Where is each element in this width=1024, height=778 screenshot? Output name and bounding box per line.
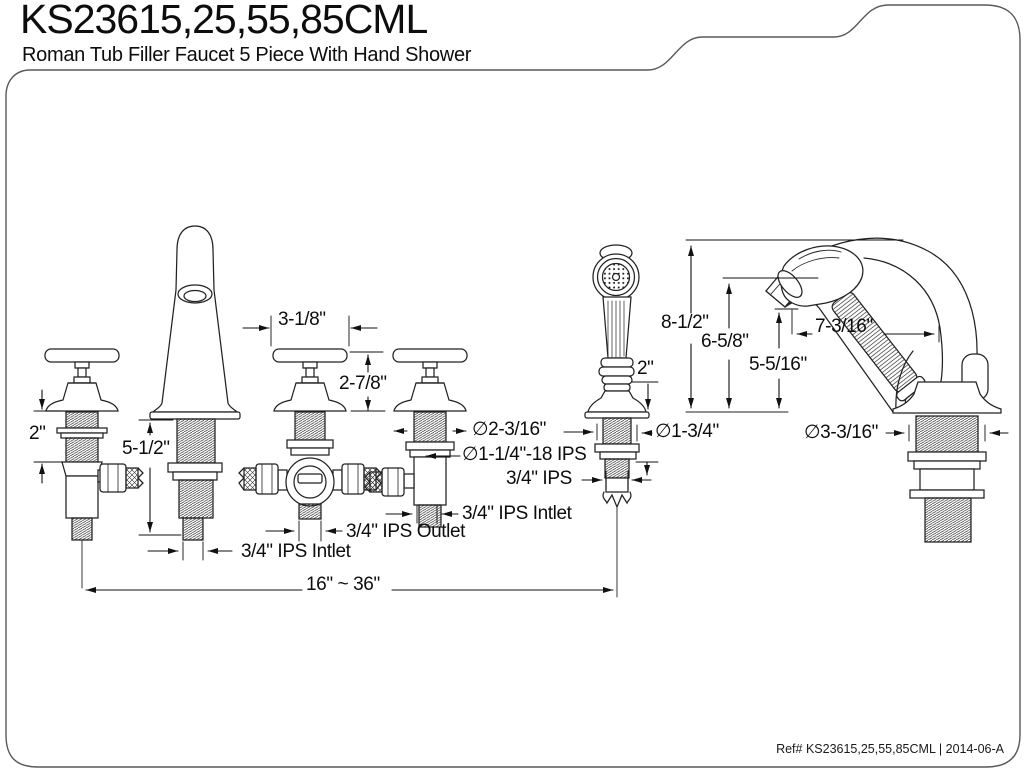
dim-spout-shank-length: 5-1/2" — [122, 438, 170, 459]
dim-valve-shank-thread: ∅1-1/4"-18 IPS — [462, 444, 587, 465]
dim-hose-connection: 3/4" IPS — [506, 468, 572, 489]
dim-spread-range: 16" ~ 36" — [306, 574, 380, 595]
dim-dock-height: 2" — [637, 358, 654, 379]
page-subtitle: Roman Tub Filler Faucet 5 Piece With Han… — [22, 44, 472, 66]
dim-handle-length: 3-1/8" — [278, 309, 326, 330]
tub-spout — [149, 225, 241, 541]
dim-spout-reach: 7-3/16" — [815, 316, 873, 337]
hand-shower — [584, 244, 650, 598]
sheet-border — [5, 4, 1021, 768]
dim-spout-base-diameter: ∅3-3/16" — [804, 422, 878, 443]
dim-diverter-outlet: 3/4" IPS Outlet — [346, 521, 466, 542]
dimension-lines — [33, 239, 1009, 593]
dim-valve-inlet: 3/4" IPS Intlet — [462, 503, 572, 524]
dim-dock-shank-diameter: ∅1-3/4" — [655, 421, 719, 442]
dim-spout-clearance-height: 5-5/16" — [749, 354, 807, 375]
dim-handle-height: 2-7/8" — [339, 373, 387, 394]
left-valve — [44, 348, 144, 589]
dim-spout-overall-height: 8-1/2" — [661, 312, 709, 333]
dim-spout-inlet: 3/4" IPS Intlet — [241, 541, 351, 562]
spout-assembly — [685, 237, 1002, 543]
right-valve — [364, 348, 468, 528]
dim-spout-outlet-height: 6-5/8" — [701, 331, 749, 352]
diverter-valve — [238, 348, 382, 520]
page-title: KS23615,25,55,85CML — [20, 0, 428, 42]
ref-note: Ref# KS23615,25,55,85CML | 2014-06-A — [776, 742, 1004, 756]
dim-valve-thread-height: 2" — [29, 423, 46, 444]
dim-escutcheon-diameter: ∅2-3/16" — [472, 419, 546, 440]
